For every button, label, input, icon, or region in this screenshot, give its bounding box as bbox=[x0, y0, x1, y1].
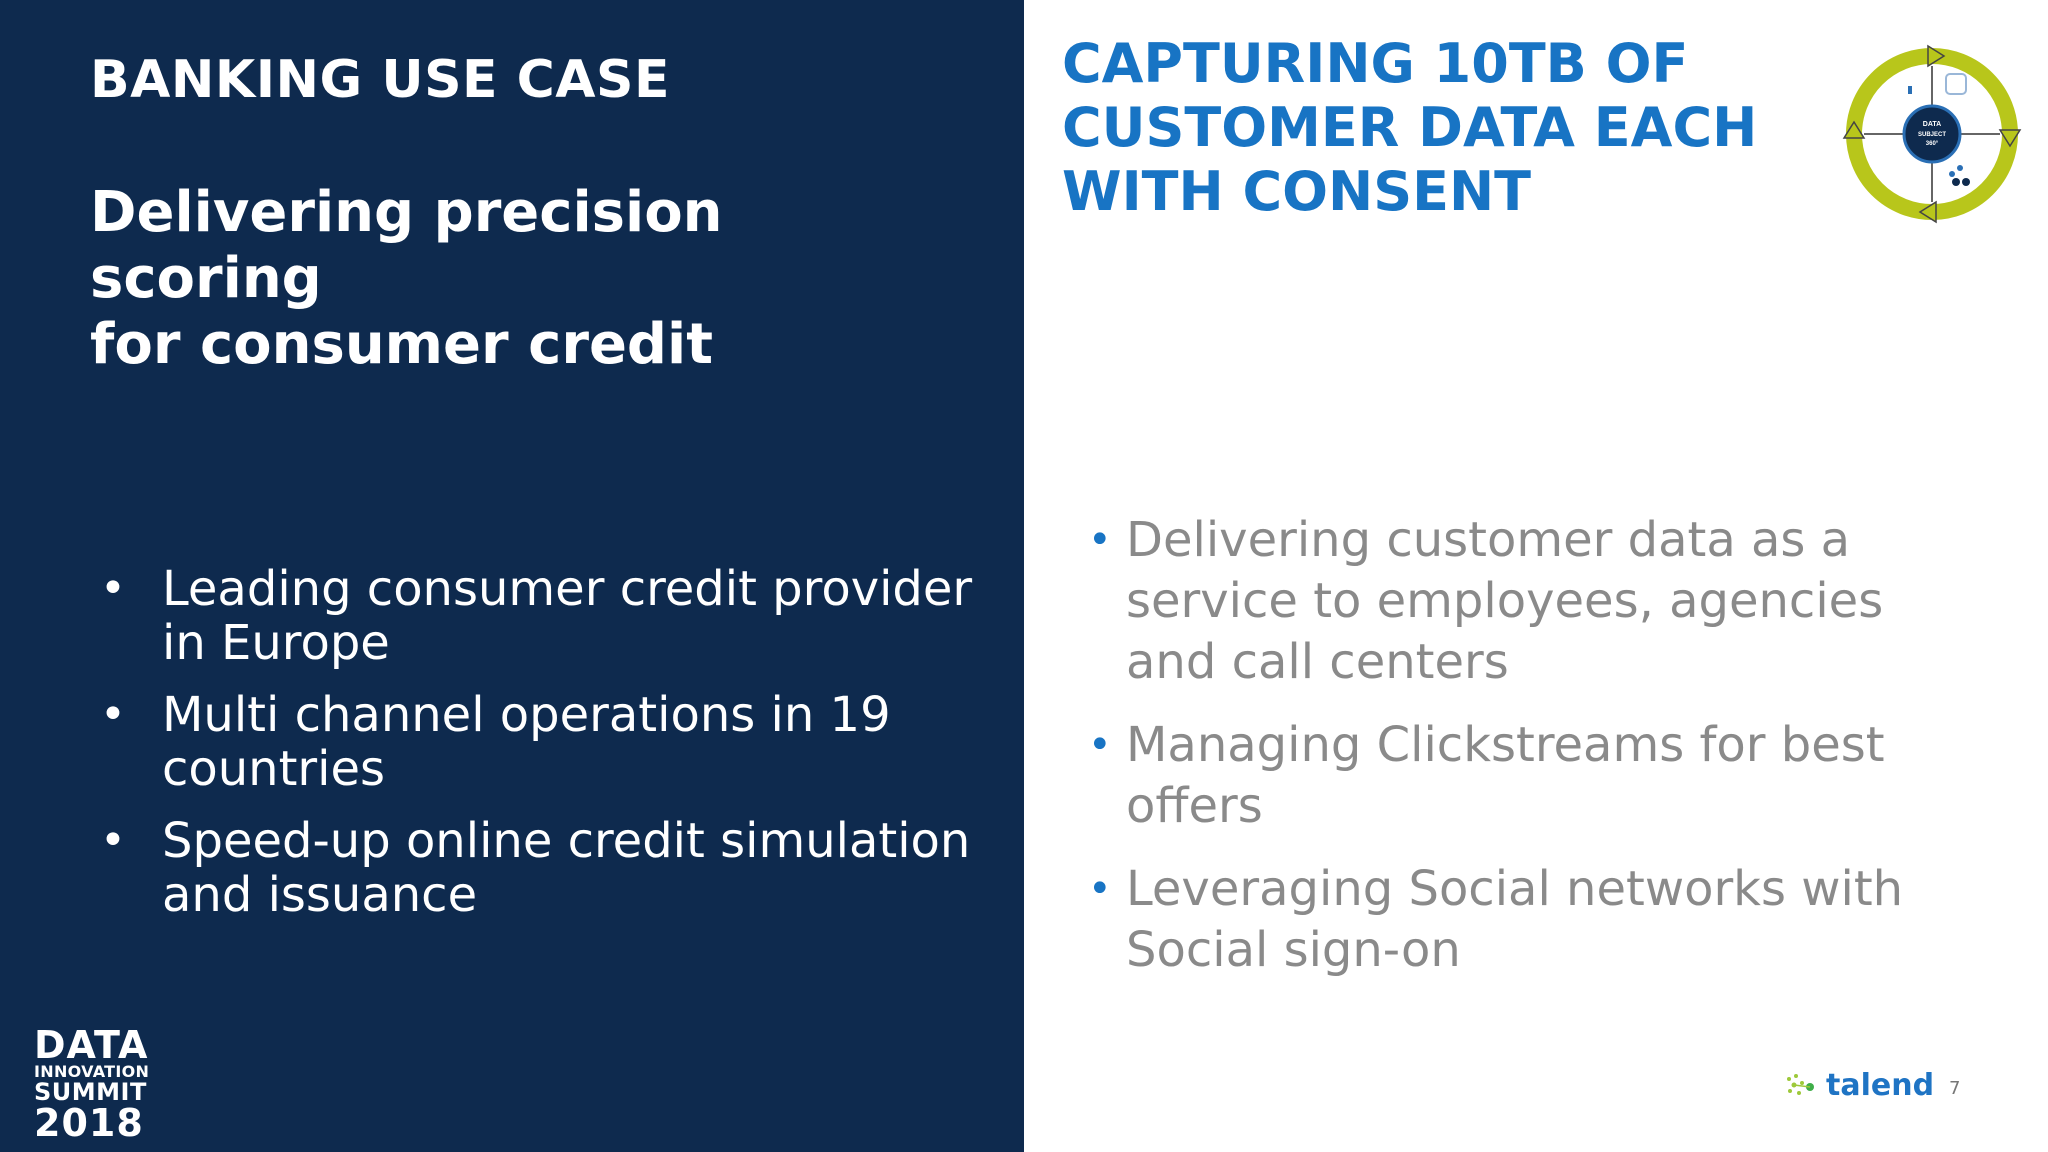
logo-line-year: 2018 bbox=[34, 1101, 144, 1145]
left-bullet-text: Leading consumer credit provider in Euro… bbox=[162, 561, 973, 671]
logo-line-data: DATA bbox=[34, 1023, 149, 1067]
bullet-icon: • bbox=[1088, 517, 1112, 563]
left-bullet-item: • Multi channel operations in 19 countri… bbox=[100, 688, 1000, 796]
quadrant-dot-icon bbox=[1962, 178, 1970, 186]
left-bullet-item: • Speed-up online credit simulation and … bbox=[100, 814, 1000, 922]
right-bullet-item: • Managing Clickstreams for best offers bbox=[1088, 715, 1988, 837]
cycle-arc-bottom-right bbox=[1931, 133, 2018, 220]
bullet-icon: • bbox=[100, 563, 126, 614]
cycle-arc-top-right bbox=[1931, 48, 2018, 135]
right-bullet-item: • Leveraging Social networks with Social… bbox=[1088, 859, 1988, 981]
logo-line-summit: SUMMIT bbox=[34, 1078, 147, 1106]
quadrant-dot-icon bbox=[1949, 171, 1955, 177]
quadrant-device-icon bbox=[1945, 73, 1967, 95]
page-number: 7 bbox=[1949, 1078, 1961, 1099]
left-subtitle-line-2: for consumer credit bbox=[90, 312, 713, 377]
right-title-line-2: CUSTOMER DATA EACH bbox=[1062, 96, 1758, 159]
talend-brand-text: talend bbox=[1826, 1068, 1935, 1103]
cycle-arrow-left bbox=[1842, 120, 1866, 139]
center-label-line-3: 360° bbox=[1926, 141, 1939, 147]
data-innovation-summit-logo: DATA INNOVATION SUMMIT 2018 bbox=[34, 1026, 149, 1142]
talend-dots-icon bbox=[1787, 1073, 1814, 1095]
quadrant-glyph-icon bbox=[1908, 86, 1912, 94]
left-bullet-text: Multi channel operations in 19 countries bbox=[162, 687, 891, 797]
left-subtitle: Delivering precision scoring for consume… bbox=[90, 180, 970, 378]
right-title-line-1: CAPTURING 10TB OF bbox=[1062, 32, 1689, 95]
left-subtitle-line-1: Delivering precision scoring bbox=[90, 180, 723, 311]
right-bullet-text: Managing Clickstreams for best offers bbox=[1126, 717, 1885, 834]
cycle-arc-top-left bbox=[1846, 48, 1933, 135]
bullet-icon: • bbox=[1088, 722, 1112, 768]
right-bullet-item: • Delivering customer data as a service … bbox=[1088, 510, 1988, 693]
left-bullet-text: Speed-up online credit simulation and is… bbox=[162, 813, 971, 923]
cycle-arrow-bottom bbox=[1918, 200, 1937, 224]
quadrant-dot-icon bbox=[1957, 165, 1963, 171]
data-subject-cycle-icon: DATA SUBJECT 360° bbox=[1842, 44, 2022, 224]
center-label-line-1: DATA bbox=[1923, 121, 1941, 128]
cycle-center-badge bbox=[1902, 104, 1962, 164]
right-bullet-text: Delivering customer data as a service to… bbox=[1126, 512, 1884, 690]
bullet-icon: • bbox=[1088, 866, 1112, 912]
center-label-line-2: SUBJECT bbox=[1918, 132, 1946, 138]
cycle-arc-bottom-left bbox=[1846, 133, 1933, 220]
bullet-icon: • bbox=[100, 815, 126, 866]
left-bullet-list: • Leading consumer credit provider in Eu… bbox=[100, 562, 1000, 940]
left-panel: BANKING USE CASE Delivering precision sc… bbox=[0, 0, 1024, 1152]
right-bullet-text: Leveraging Social networks with Social s… bbox=[1126, 861, 1904, 978]
talend-logo: talend bbox=[1784, 1068, 1934, 1103]
quadrant-dot-icon bbox=[1952, 178, 1960, 186]
cycle-arrow-right bbox=[1998, 129, 2022, 148]
bullet-icon: • bbox=[100, 689, 126, 740]
right-panel: CAPTURING 10TB OF CUSTOMER DATA EACH WIT… bbox=[1024, 0, 2048, 1152]
right-title-line-3: WITH CONSENT bbox=[1062, 160, 1532, 223]
cycle-arrow-top bbox=[1927, 44, 1946, 68]
section-label: BANKING USE CASE bbox=[90, 50, 671, 110]
left-bullet-item: • Leading consumer credit provider in Eu… bbox=[100, 562, 1000, 670]
right-bullet-list: • Delivering customer data as a service … bbox=[1088, 510, 1988, 1003]
right-title: CAPTURING 10TB OF CUSTOMER DATA EACH WIT… bbox=[1062, 32, 1822, 224]
logo-line-innovation: INNOVATION bbox=[34, 1062, 150, 1081]
